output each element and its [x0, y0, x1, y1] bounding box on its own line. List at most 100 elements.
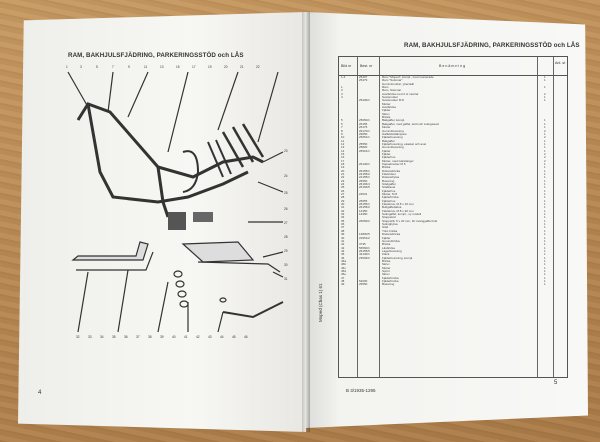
row-description: Skruv	[382, 112, 390, 116]
callout-label: 22	[256, 65, 260, 69]
row-qty: 1	[544, 192, 546, 197]
row-description: Bussning	[382, 179, 395, 183]
row-qty: 1	[544, 265, 546, 270]
row-description: Bakgaffel, med gaffel, stöd och svängsax…	[382, 122, 439, 126]
row-bild: 31	[341, 205, 345, 210]
row-qty: 1	[544, 145, 546, 150]
row-bild: 46a	[341, 258, 347, 263]
row-qty: 1	[544, 195, 546, 200]
col-best-header: Best. nr	[360, 64, 373, 68]
row-best: 26155/1	[359, 168, 370, 173]
row-bild: 25	[341, 185, 345, 190]
callout-label: 3	[80, 65, 82, 69]
row-best: 26170/1	[359, 128, 370, 133]
row-bild: 19	[341, 165, 345, 170]
row-best: 26550	[359, 282, 368, 287]
row-description: Mutter	[382, 266, 391, 270]
row-best: 26550	[359, 178, 368, 183]
right-callout-numbers: 23 24 25 26 27 28 29 30 31	[284, 149, 288, 281]
callout-label: 5	[96, 65, 98, 69]
row-best: 3735	[359, 242, 366, 247]
top-callout-numbers: 1 3 5 7 9 11 13 15 17 19 20 21 22	[66, 65, 260, 69]
row-description: Fjäder	[382, 149, 391, 153]
row-qty: 1	[544, 275, 546, 280]
row-qty: 1	[544, 208, 546, 213]
callout-label: 20	[224, 65, 228, 69]
row-qty: 1	[544, 245, 546, 250]
row-qty: 1	[544, 232, 546, 237]
row-qty: 1	[544, 148, 546, 153]
row-bild: 12	[341, 141, 345, 146]
row-best: 26501/1	[359, 148, 370, 153]
row-description: Fjäder	[382, 109, 391, 113]
row-qty: 1	[544, 121, 546, 126]
left-page-title: RAM, BAKHJULSFJÄDRING, PARKERINGSSTÖD oc…	[68, 52, 244, 59]
row-best: 56560/1	[359, 245, 370, 250]
callout-label: 15	[176, 65, 180, 69]
row-bild: 46e	[341, 272, 347, 277]
row-bild: 37	[341, 225, 345, 230]
row-description: Fjäder	[382, 236, 391, 240]
row-bild: 22	[341, 175, 345, 180]
row-description: Bakgaffel	[382, 139, 395, 143]
row-description: Lagerbussning	[382, 249, 402, 253]
callout-label: 23	[284, 149, 288, 153]
row-qty: 1	[544, 215, 546, 220]
row-best: 24155/1	[359, 175, 370, 180]
row-best: 14350	[359, 208, 368, 213]
row-qty: 1	[544, 168, 546, 173]
row-qty: 1	[544, 131, 546, 136]
row-bild: 32	[341, 208, 345, 213]
table-row: 46c Mutter 1	[339, 265, 567, 270]
footer-code: B 3/1935-1295	[346, 388, 376, 393]
row-best: 24155/2	[359, 171, 370, 176]
row-description: Bussning	[382, 283, 395, 287]
row-best: 14350	[359, 212, 368, 217]
row-qty: 1	[544, 242, 546, 247]
vertical-note: Moped (Chas 1) 61	[318, 283, 323, 322]
row-bild: 38	[341, 228, 345, 233]
row-bild: 21	[341, 171, 345, 176]
row-best: 25479	[359, 78, 368, 83]
callout-label: 43	[208, 335, 212, 339]
row-description: Fästskruv, M 8 x 20 mm	[382, 209, 414, 213]
row-description: Gummimuttrar, ytterskål	[382, 82, 414, 86]
callout-label: 39	[160, 335, 164, 339]
callout-label: 9	[128, 65, 130, 69]
row-best: 23506/2	[359, 255, 370, 260]
col-qty-header: Ant. st	[555, 61, 566, 65]
row-description: Gummibussning	[382, 129, 404, 133]
table-row: Mutter	[339, 103, 567, 106]
row-description: Fästskruv, M 8 x 16 mm	[382, 203, 414, 207]
row-qty: 1	[544, 185, 546, 190]
row-best: 25406/1	[359, 98, 370, 103]
row-bild: 10	[341, 135, 345, 140]
row-best: 22951/2	[359, 235, 370, 240]
row-bild: 46c	[341, 265, 346, 270]
callout-label: 24	[284, 174, 288, 178]
callout-label: 30	[284, 263, 288, 267]
row-qty: 2	[544, 91, 546, 96]
row-description: Bricka	[382, 116, 391, 120]
row-description: Svetsmutter M 8	[382, 99, 404, 103]
callout-label: 41	[184, 335, 188, 339]
row-qty: 1	[544, 78, 546, 83]
row-qty: 1	[544, 178, 546, 183]
row-qty: 1	[544, 282, 546, 287]
row-bild: 7	[341, 125, 343, 130]
row-qty: 2	[544, 135, 546, 140]
table-row: 32 14350 Fästskruv, M 8 x 20 mm 1	[339, 208, 567, 213]
row-description: Fjäderhus	[382, 189, 396, 193]
